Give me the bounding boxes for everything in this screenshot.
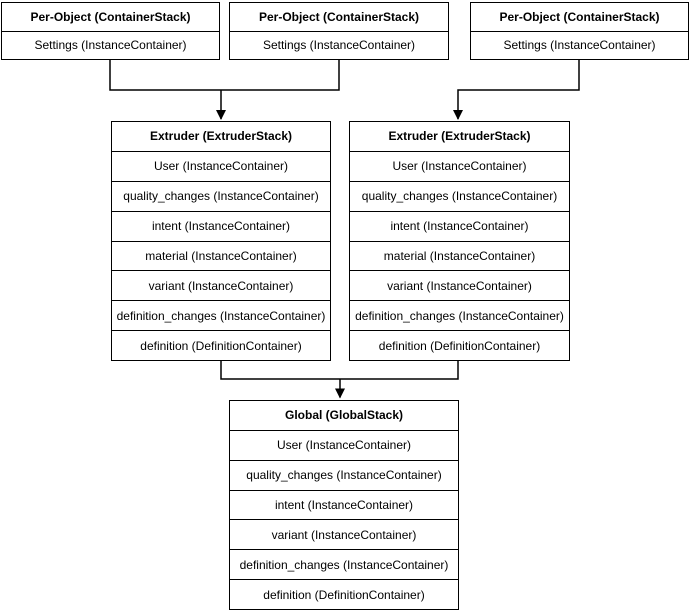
stack-title: Per-Object (ContainerStack) <box>2 3 219 32</box>
extruder-stack-left: Extruder (ExtruderStack) User (InstanceC… <box>111 121 331 361</box>
container-row: Settings (InstanceContainer) <box>503 38 656 53</box>
container-row: variant (InstanceContainer) <box>230 520 458 551</box>
container-row: intent (InstanceContainer) <box>230 491 458 521</box>
container-row: quality_changes (InstanceContainer) <box>230 461 458 491</box>
container-row: definition_changes (InstanceContainer) <box>112 301 330 332</box>
connector-perobject3-to-extruder-right <box>453 60 580 120</box>
container-row: variant (InstanceContainer) <box>350 271 569 302</box>
container-row: Settings (InstanceContainer) <box>34 38 187 53</box>
container-row: definition (DefinitionContainer) <box>263 587 425 602</box>
global-stack: Global (GlobalStack) User (InstanceConta… <box>229 400 459 610</box>
stack-title: Global (GlobalStack) <box>230 401 458 431</box>
container-row: definition (DefinitionContainer) <box>378 338 541 353</box>
per-object-stack-2: Per-Object (ContainerStack) Settings (In… <box>229 2 449 60</box>
container-row: definition_changes (InstanceContainer) <box>350 301 569 332</box>
connector-extruders-join <box>220 361 459 380</box>
stack-title: Extruder (ExtruderStack) <box>112 122 330 152</box>
extruder-stack-right: Extruder (ExtruderStack) User (InstanceC… <box>349 121 570 361</box>
container-row: definition (DefinitionContainer) <box>140 338 302 353</box>
container-row: User (InstanceContainer) <box>230 431 458 461</box>
container-row: User (InstanceContainer) <box>350 152 569 182</box>
stack-title: Extruder (ExtruderStack) <box>350 122 569 152</box>
container-row: User (InstanceContainer) <box>112 152 330 182</box>
container-row: definition_changes (InstanceContainer) <box>230 550 458 581</box>
container-row: variant (InstanceContainer) <box>112 271 330 302</box>
stack-title: Per-Object (ContainerStack) <box>471 3 688 32</box>
container-row: intent (InstanceContainer) <box>112 212 330 242</box>
container-row: quality_changes (InstanceContainer) <box>112 182 330 212</box>
container-row: quality_changes (InstanceContainer) <box>350 182 569 212</box>
stack-title: Per-Object (ContainerStack) <box>230 3 448 32</box>
container-row: Settings (InstanceContainer) <box>262 38 416 53</box>
container-row: intent (InstanceContainer) <box>350 212 569 242</box>
connector-perobject1-2-join <box>109 60 340 91</box>
per-object-stack-3: Per-Object (ContainerStack) Settings (In… <box>470 2 689 60</box>
container-row: material (InstanceContainer) <box>112 242 330 272</box>
per-object-stack-1: Per-Object (ContainerStack) Settings (In… <box>1 2 220 60</box>
container-row: material (InstanceContainer) <box>350 242 569 272</box>
